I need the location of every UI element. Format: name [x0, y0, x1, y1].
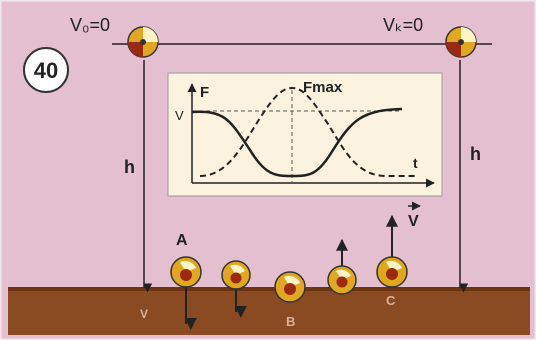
graph-dashed-curve — [199, 86, 416, 177]
ground — [8, 287, 530, 335]
label-h-left: h — [124, 157, 135, 177]
ball-top-right — [445, 26, 477, 58]
label-point-b: B — [286, 314, 295, 329]
label-v0: V₀=0 — [70, 15, 110, 35]
label-v-bottom-left: V — [140, 307, 148, 321]
graph-fmax-label: Fmax — [303, 79, 343, 96]
label-h-right: h — [470, 144, 481, 164]
label-point-c: C — [386, 293, 396, 308]
ball-a — [170, 256, 202, 330]
graph-axis-x-label: t — [413, 155, 418, 171]
figure-number-badge — [23, 47, 69, 93]
label-vk: Vₖ=0 — [383, 15, 423, 35]
graph-level-label: V — [175, 108, 184, 123]
label-point-a: A — [176, 232, 188, 249]
ball-c — [376, 214, 408, 288]
ball-top-left — [127, 26, 159, 58]
ball-b — [274, 271, 306, 303]
ball-2 — [221, 260, 251, 318]
graph-axis-y-label: F — [200, 84, 209, 101]
graph-solid-curve — [191, 107, 403, 178]
ball-4 — [327, 238, 357, 295]
figure-number: 40 — [34, 58, 58, 83]
label-v-right: V — [408, 213, 419, 230]
